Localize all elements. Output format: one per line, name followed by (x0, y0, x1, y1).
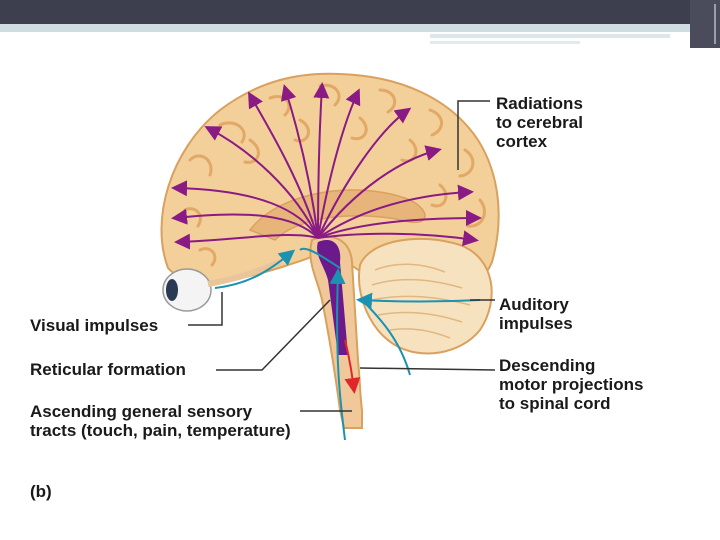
panel-label: (b) (30, 482, 52, 501)
label-descending-motor-projections: Descending motor projections to spinal c… (499, 356, 644, 413)
cerebellum (359, 239, 492, 354)
label-ascending-sensory-tracts: Ascending general sensory tracts (touch,… (30, 402, 291, 440)
label-radiations-to-cerebral-cortex: Radiations to cerebral cortex (496, 94, 583, 151)
label-auditory-impulses: Auditory impulses (499, 295, 573, 333)
label-reticular-formation: Reticular formation (30, 360, 186, 379)
label-visual-impulses: Visual impulses (30, 316, 158, 335)
